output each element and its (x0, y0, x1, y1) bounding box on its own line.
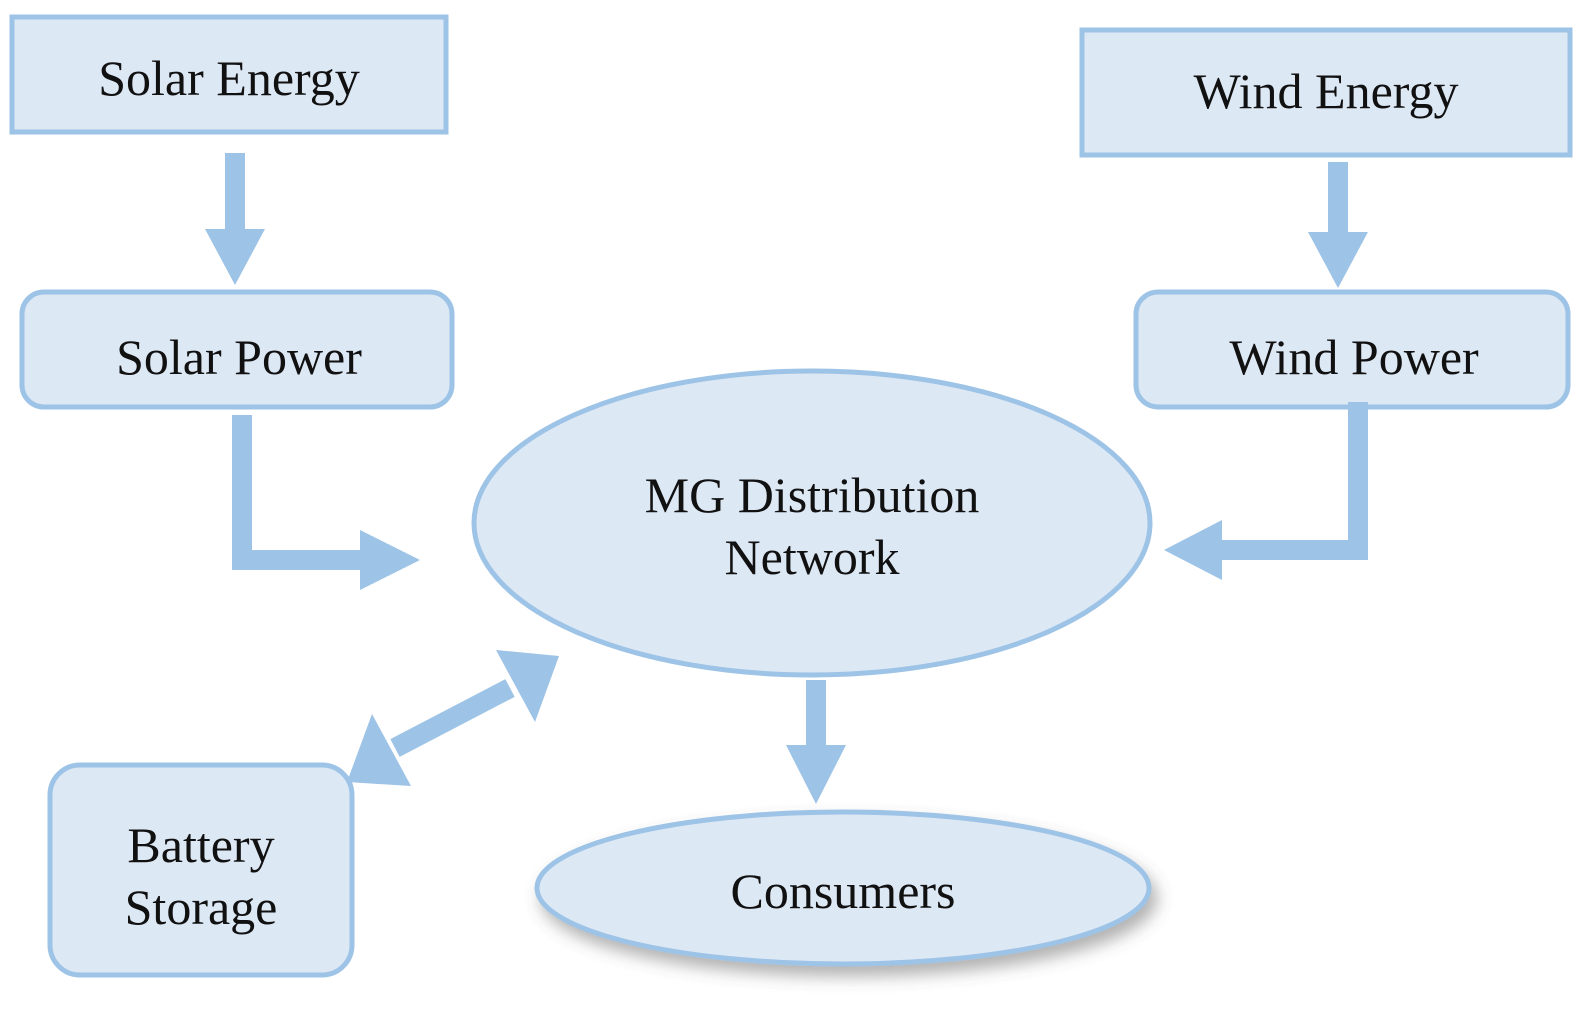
consumers-node: Consumers (534, 809, 1152, 967)
mg-network-label-line1: MG Distribution (645, 467, 980, 523)
consumers-label: Consumers (731, 863, 956, 919)
wind-power-node: Wind Power (1133, 289, 1571, 410)
mg-network-label-line2: Network (725, 529, 900, 585)
arrow-network-to-consumers (786, 680, 846, 804)
wind-energy-node: Wind Energy (1079, 27, 1573, 158)
wind-power-label: Wind Power (1229, 329, 1479, 385)
arrow-solar-energy-to-solar-power (205, 153, 265, 285)
mg-distribution-network-node: MG Distribution Network (471, 368, 1153, 678)
battery-storage-node: Battery Storage (47, 762, 355, 978)
arrow-battery-network-bidirectional (347, 650, 559, 786)
solar-power-label: Solar Power (116, 329, 362, 385)
solar-energy-node: Solar Energy (9, 14, 449, 135)
wind-energy-label: Wind Energy (1193, 63, 1458, 119)
arrow-solar-power-to-network (232, 415, 420, 590)
solar-power-node: Solar Power (19, 289, 455, 410)
arrow-wind-energy-to-wind-power (1308, 162, 1368, 288)
arrow-wind-power-to-network (1164, 402, 1368, 580)
battery-label-line2: Storage (125, 879, 278, 935)
solar-energy-label: Solar Energy (98, 50, 360, 106)
battery-label-line1: Battery (127, 817, 274, 873)
